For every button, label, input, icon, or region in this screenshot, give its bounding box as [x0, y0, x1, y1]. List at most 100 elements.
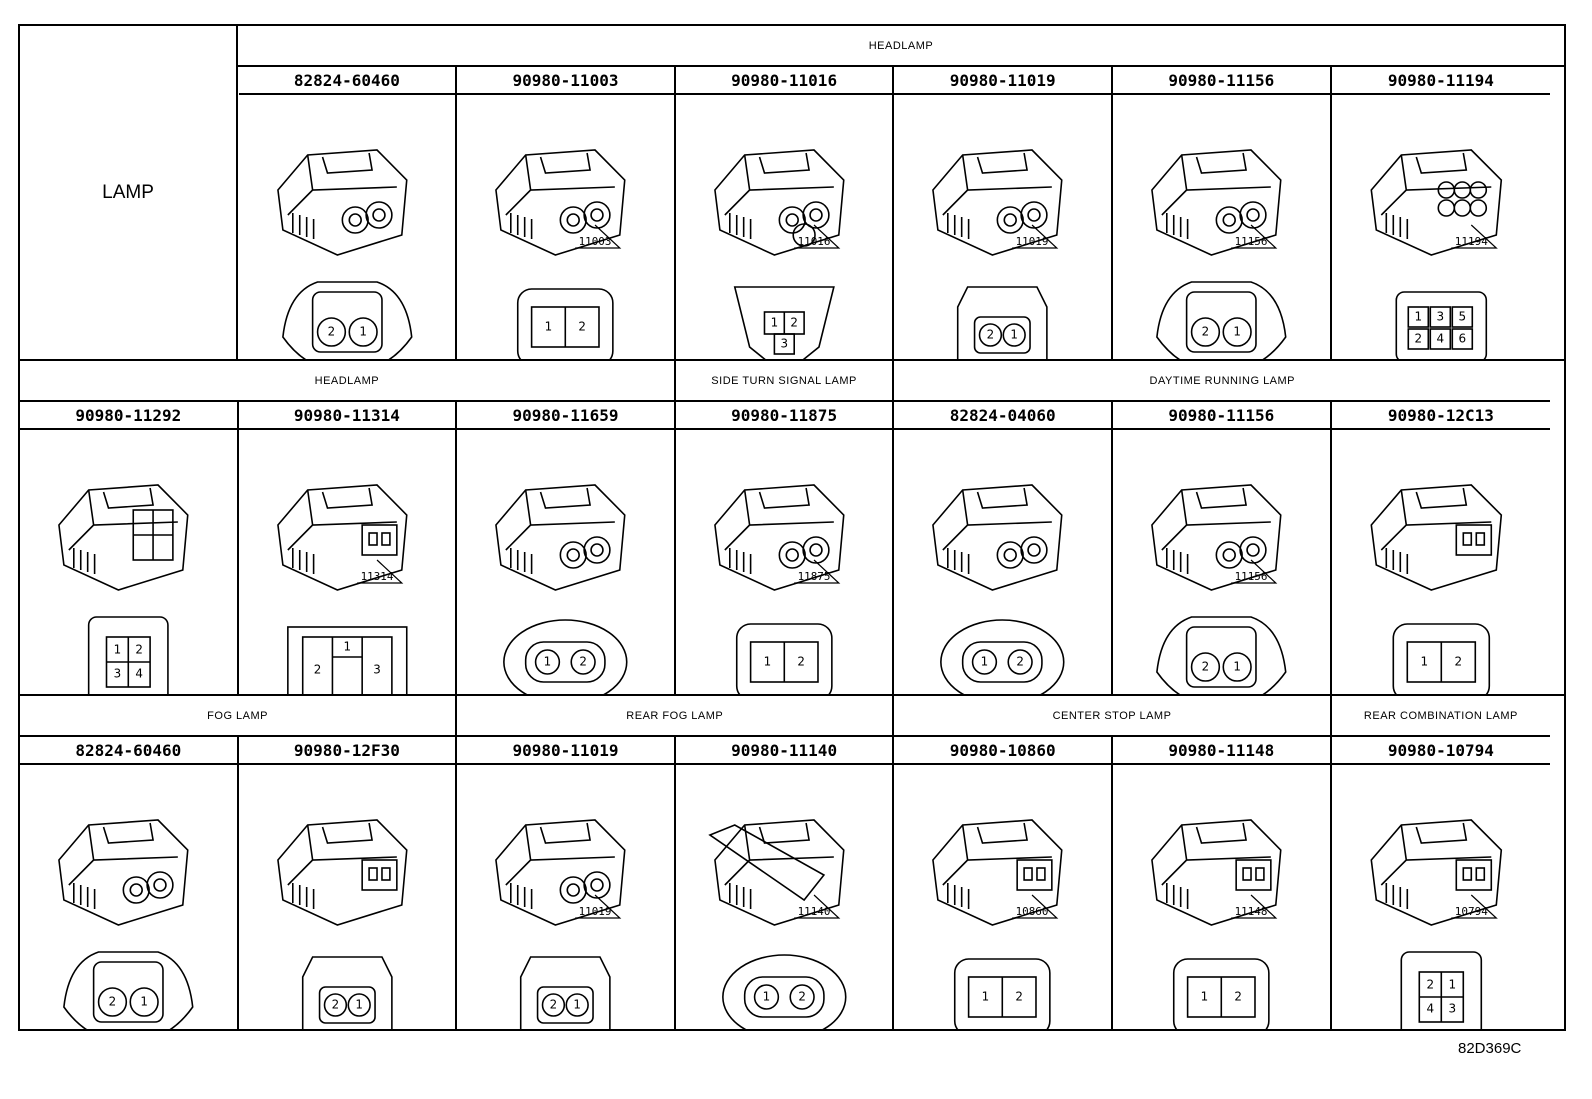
connector-face-sketch — [954, 958, 1052, 1031]
pin-number: 1 — [1233, 324, 1241, 338]
pin-number: 2 — [1017, 654, 1025, 668]
lamp-label: LAMP — [20, 26, 238, 360]
pin-number: 6 — [1458, 331, 1466, 345]
part-number: 90980-12C13 — [1331, 402, 1551, 430]
part-number: 90980-11016 — [675, 67, 895, 95]
pin-number: 2 — [1454, 654, 1462, 668]
group-header: SIDE TURN SIGNAL LAMP — [675, 361, 895, 402]
pin-number: 2 — [580, 654, 588, 668]
part-number: 90980-11875 — [675, 402, 895, 430]
part-number: 90980-11148 — [1113, 737, 1332, 765]
connector-face-sketch — [721, 954, 847, 1031]
leader-tag: 10860 — [1016, 905, 1049, 918]
pin-number: 1 — [545, 319, 553, 333]
connector-body-sketch — [932, 484, 1063, 591]
pin-number: 2 — [798, 989, 806, 1003]
group-header: REAR COMBINATION LAMP — [1331, 696, 1551, 737]
part-number: 82824-60460 — [20, 737, 239, 765]
connector-body-sketch — [495, 819, 626, 926]
part-number: 90980-11292 — [20, 402, 239, 430]
connector-face-sketch — [1400, 951, 1482, 1031]
pin-number: 2 — [550, 997, 558, 1011]
part-number: 90980-11019 — [457, 737, 676, 765]
connector-body-sketch — [708, 819, 845, 926]
connector-body-sketch — [932, 149, 1063, 256]
connector-face-sketch — [1392, 623, 1490, 695]
connector-face-sketch — [87, 616, 169, 695]
connector-face-sketch — [1156, 616, 1287, 695]
pin-number: 1 — [1420, 654, 1428, 668]
pin-number: 1 — [770, 315, 778, 329]
connector-face-sketch — [503, 619, 628, 695]
connector-face-sketch — [733, 286, 835, 360]
part-number: 90980-11140 — [675, 737, 895, 765]
pin-number: 1 — [574, 997, 582, 1011]
pin-number: 1 — [763, 654, 771, 668]
connector-face-sketch — [63, 951, 194, 1031]
leader-tag: 11156 — [1235, 570, 1268, 583]
connector-face-sketch — [517, 288, 614, 360]
pin-number: 1 — [1414, 309, 1422, 323]
pin-number: 1 — [343, 639, 351, 653]
pin-number: 3 — [373, 662, 381, 676]
pin-number: 2 — [1234, 989, 1242, 1003]
group-header: HEADLAMP — [20, 361, 676, 402]
part-number: 90980-11003 — [457, 67, 676, 95]
group-header: REAR FOG LAMP — [457, 696, 895, 737]
connector-body-sketch — [58, 819, 189, 926]
part-number: 90980-11659 — [457, 402, 676, 430]
leader-tag: 10794 — [1454, 905, 1487, 918]
part-number: 90980-11156 — [1113, 402, 1332, 430]
connector-body-sketch — [932, 819, 1063, 926]
connector-body-sketch — [495, 484, 626, 591]
part-number: 90980-10860 — [894, 737, 1113, 765]
connector-face-sketch — [1156, 281, 1287, 360]
connector-face-sketch — [281, 281, 413, 360]
leader-tag: 11194 — [1454, 235, 1487, 248]
pin-number: 1 — [544, 654, 552, 668]
group-header: HEADLAMP — [238, 26, 1564, 67]
pin-number: 1 — [355, 997, 363, 1011]
pin-number: 4 — [135, 666, 143, 680]
connector-face-sketch — [957, 286, 1049, 360]
part-number: 90980-11194 — [1331, 67, 1551, 95]
pin-number: 4 — [1436, 331, 1444, 345]
part-number: 90980-11019 — [894, 67, 1113, 95]
part-number: 90980-12F30 — [238, 737, 458, 765]
group-header: CENTER STOP LAMP — [894, 696, 1332, 737]
pin-number: 3 — [780, 336, 788, 350]
pin-number: 1 — [140, 994, 148, 1008]
pin-number: 1 — [1448, 977, 1456, 991]
leader-tag: 11019 — [579, 905, 612, 918]
connector-cell: 2 1 11019 — [457, 765, 676, 1031]
pin-number: 1 — [762, 989, 770, 1003]
connector-drawing: 2 1 11019 — [495, 819, 626, 1031]
pin-number: 2 — [579, 319, 587, 333]
pin-number: 2 — [797, 654, 805, 668]
leader-tag: 11156 — [1235, 235, 1268, 248]
